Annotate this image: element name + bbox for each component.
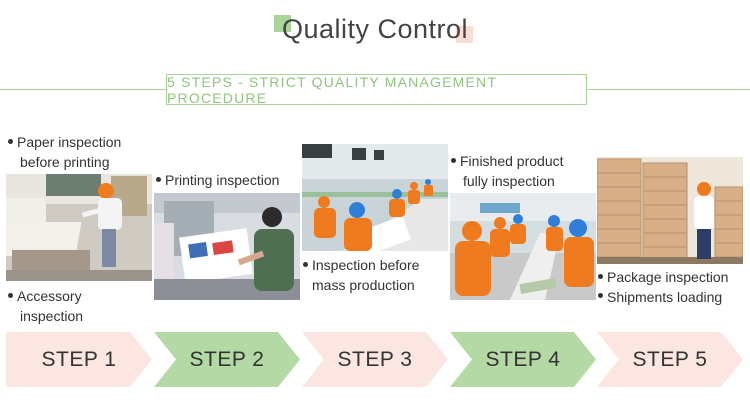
caption-paper-inspection: Paper inspection before printing [8, 133, 121, 172]
step-4-label: STEP 4 [485, 348, 561, 371]
photo-finished-product [450, 193, 596, 300]
caption-mass-production: Inspection before mass production [303, 256, 419, 295]
bullet-icon [8, 138, 13, 144]
step-4-arrow [450, 332, 596, 387]
photo-paper-inspection [6, 174, 152, 281]
bullet-icon [598, 273, 603, 279]
bullet-icon [598, 293, 603, 299]
subtitle-box: 5 STEPS - STRICT QUALITY MANAGEMENT PROC… [166, 73, 587, 106]
bullet-icon [303, 261, 308, 267]
step-5: STEP 5 [597, 332, 743, 387]
step-3-label: STEP 3 [337, 348, 413, 371]
subtitle-line-right [587, 89, 750, 90]
subtitle-text: 5 STEPS - STRICT QUALITY MANAGEMENT PROC… [167, 73, 497, 106]
title-decor-pink-square [456, 26, 473, 43]
title-area: Quality Control [0, 10, 750, 50]
step-5-label: STEP 5 [632, 348, 708, 371]
step-1-arrow [6, 332, 152, 387]
caption-package-inspection: Package inspection Shipments loading [598, 268, 728, 307]
photo-mass-production [302, 144, 448, 251]
title-decor-green-square [274, 15, 291, 32]
photo-printing-inspection [154, 193, 300, 300]
step-2-label: STEP 2 [189, 348, 265, 371]
step-2-arrow [154, 332, 300, 387]
step-4: STEP 4 [450, 332, 596, 387]
step-3: STEP 3 [302, 332, 448, 387]
step-3-arrow [302, 332, 448, 387]
caption-accessory-inspection: Accessory inspection [8, 287, 83, 326]
bullet-icon [451, 157, 456, 163]
bullet-icon [8, 292, 13, 298]
photo-package-inspection [597, 157, 743, 264]
subtitle-line-left [0, 89, 166, 90]
step-2: STEP 2 [154, 332, 300, 387]
caption-printing-inspection: Printing inspection [156, 171, 279, 191]
bullet-icon [156, 176, 161, 182]
step-5-arrow [597, 332, 743, 387]
step-1: STEP 1 [6, 332, 152, 387]
page-title: Quality Control [281, 14, 469, 44]
caption-finished-product: Finished product fully inspection [451, 152, 564, 191]
step-1-label: STEP 1 [41, 348, 117, 371]
